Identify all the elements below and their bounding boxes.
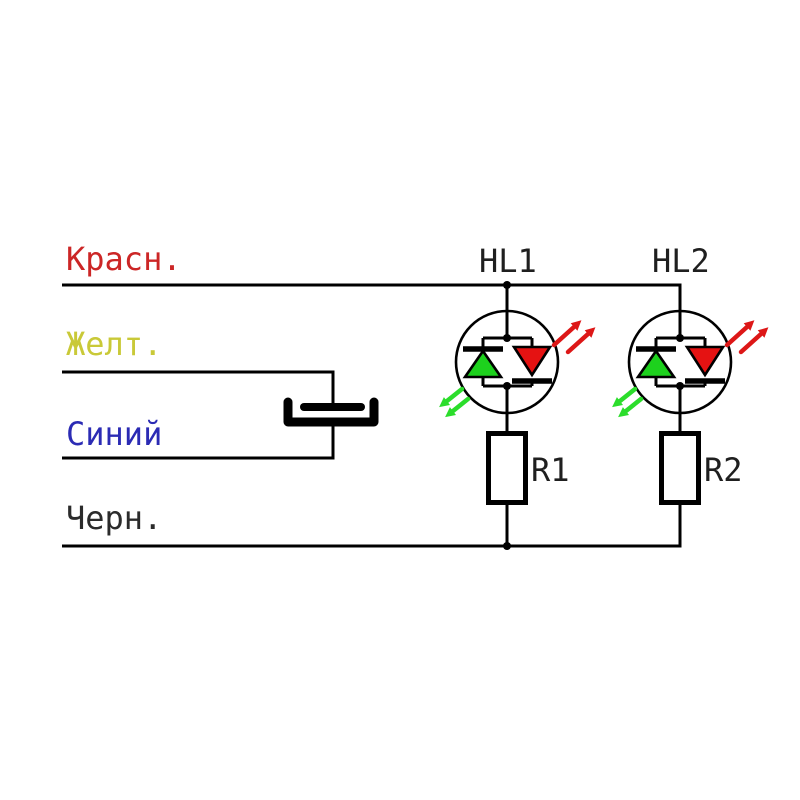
red-diode-triangle: [684, 345, 726, 378]
resistor-r1-body: [486, 431, 528, 505]
arrow-shaft: [565, 331, 591, 355]
arrow-shaft: [444, 386, 465, 404]
arrow-shaft: [450, 396, 471, 414]
wire-red: [62, 283, 682, 338]
junction-dot: [676, 334, 684, 342]
junction-dot: [676, 382, 684, 390]
arrow-head: [618, 407, 629, 418]
led-envelope-circle: [454, 309, 560, 415]
arrow-shaft: [617, 386, 638, 404]
junction-dot: [503, 542, 511, 550]
arrow-head: [439, 397, 450, 408]
red-diode-triangle: [511, 345, 553, 378]
green-diode-triangle: [462, 348, 504, 379]
led-hl1: [439, 309, 596, 418]
wire-yellow: [62, 370, 335, 405]
wire-black: [62, 503, 682, 548]
led-hl1-label: HL1: [479, 242, 537, 280]
arrow-shaft: [551, 324, 577, 348]
led-hl2: [612, 309, 769, 418]
resistor-r2-label: R2: [704, 451, 743, 489]
arrow-head: [584, 327, 596, 338]
junction-dot: [503, 382, 511, 390]
green-diode-triangle: [635, 348, 677, 379]
wire-label-red: Красн.: [66, 240, 182, 278]
arrow-head: [757, 327, 769, 338]
arrow-head: [743, 320, 755, 331]
arrow-shaft: [724, 324, 750, 348]
red-light-emission-arrows-icon: [551, 320, 596, 355]
arrow-head: [445, 407, 456, 418]
capacitor-icon: [283, 397, 379, 427]
resistor-r1-label: R1: [531, 451, 570, 489]
wire-label-black: Черн.: [66, 499, 162, 537]
wire-blue: [62, 426, 335, 460]
led-envelope-circle: [627, 309, 733, 415]
red-light-emission-arrows-icon: [724, 320, 769, 355]
arrow-shaft: [738, 331, 764, 355]
led-hl2-label: HL2: [652, 242, 710, 280]
arrow-shaft: [623, 396, 644, 414]
junction-dot: [503, 334, 511, 342]
green-light-emission-arrows-icon: [612, 386, 644, 418]
wire-label-blue: Синий: [66, 415, 162, 453]
junction-dot: [503, 281, 511, 289]
capacitor-cup: [283, 397, 379, 427]
resistor-r2-body: [659, 431, 701, 505]
wire-label-yellow: Желт.: [66, 325, 162, 363]
arrow-head: [612, 397, 623, 408]
arrow-head: [570, 320, 582, 331]
green-light-emission-arrows-icon: [439, 386, 471, 418]
